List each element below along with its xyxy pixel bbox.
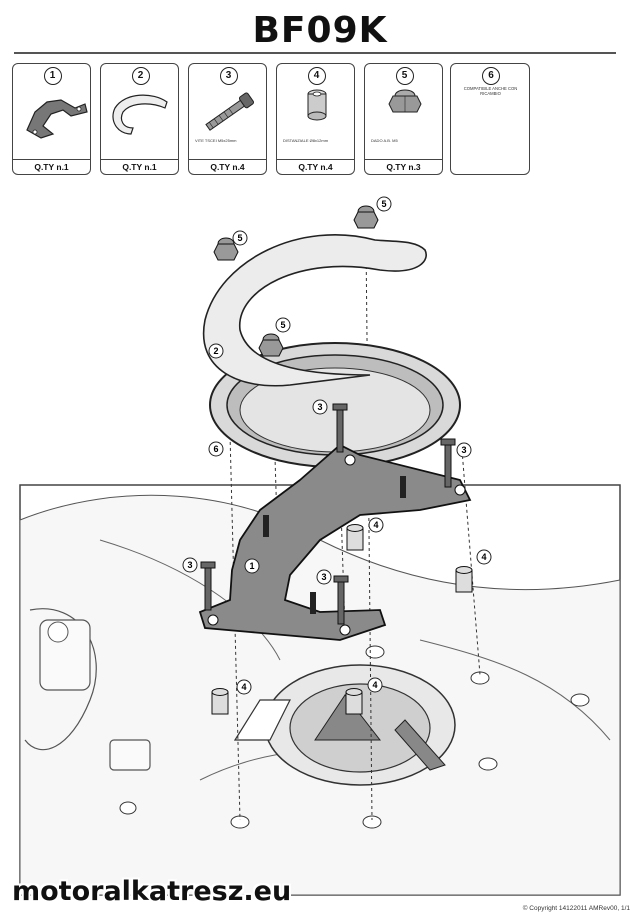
svg-text:3: 3 [187,560,192,570]
tank-logo-icon [233,699,291,741]
bolt-stud [310,592,316,614]
part-quantity: Q.TY n.4 [189,159,266,174]
part-quantity: Q.TY n.1 [13,159,90,174]
part-card-4: 4 DISTANZIALE Ø8x12mm Q.TY n.4 [276,63,355,175]
copyright-text: © Copyright 14122011 AMRev00, 1/1 [522,905,630,912]
part-number: 1 [43,67,62,85]
exploded-assembly-diagram: 5 5 5 2 3 6 3 4 3 1 3 4 4 4 [19,196,621,896]
svg-text:4: 4 [373,520,378,530]
part-description: VITE TSCEI M5x25mm [195,138,237,143]
callout-3: 3 [182,557,198,573]
parts-list: 1 Q.TY n.1 2 Q.TY n.1 3 [12,63,532,177]
screw-icon [200,403,456,625]
fuel-cap-logo-icon [394,719,446,771]
callout-4: 4 [368,517,384,533]
part-card-3: 3 VITE TSCEI M5x25mm Q.TY n.4 [188,63,267,175]
spacer-icon [307,89,327,121]
callout-3: 3 [456,442,472,458]
spacer-icon [211,524,473,715]
svg-text:3: 3 [317,402,322,412]
callout-2: 2 [208,343,224,359]
svg-text:6: 6 [213,444,218,454]
svg-text:4: 4 [241,682,246,692]
callout-5: 5 [232,230,248,246]
curved-plate-icon [112,94,168,135]
svg-text:1: 1 [249,561,254,571]
callout-4: 4 [236,679,252,695]
svg-text:5: 5 [280,320,285,330]
part-number: 6 [482,67,500,85]
nut-icon [388,89,422,113]
svg-text:2: 2 [213,346,218,356]
nut-icon [213,205,379,357]
bolt-stud [400,476,406,498]
curved-plate-2 [202,234,427,387]
part-quantity: Q.TY n.1 [101,159,178,174]
tank-flange-bracket-icon [26,99,88,139]
part-description: DISTANZIALE Ø8x12mm [283,138,329,143]
part-card-1: 1 Q.TY n.1 [12,63,91,175]
svg-text:4: 4 [372,680,377,690]
tank-contour [24,608,97,751]
callout-5: 5 [275,317,291,333]
fuel-cap-logo-icon [314,694,382,741]
callout-5: 5 [376,196,392,212]
tank-contour [99,539,281,661]
part-number: 3 [219,67,238,85]
callout-3: 3 [316,569,332,585]
tank-contour [419,639,611,741]
part-number: 4 [307,67,326,85]
page-title: BF09K [252,10,388,51]
callout-4: 4 [476,549,492,565]
svg-text:3: 3 [461,445,466,455]
tank-bracket-shape [109,739,151,771]
title-divider [14,52,616,54]
svg-text:5: 5 [237,233,242,243]
site-watermark: motoralkatresz.eu [12,876,292,907]
part-quantity: Q.TY n.3 [365,159,442,174]
part-number: 5 [395,67,414,85]
part-card-5: 5 DADO A.B. M5 Q.TY n.3 [364,63,443,175]
screw-icon [205,92,255,131]
svg-text:5: 5 [381,199,386,209]
part-card-6: 6 COMPATIBILE ANCHE CON RICAMBIO [450,63,530,175]
bolt-stud [263,515,269,537]
part-card-2: 2 Q.TY n.1 [100,63,179,175]
svg-text:4: 4 [481,552,486,562]
svg-text:3: 3 [321,572,326,582]
part-quantity: Q.TY n.4 [277,159,354,174]
part-notes: COMPATIBILE ANCHE CON RICAMBIO [463,86,518,97]
part-description: DADO A.B. M5 [371,138,398,143]
callout-6: 6 [208,441,224,457]
callout-4: 4 [367,677,383,693]
part-number: 2 [131,67,150,85]
callout-1: 1 [244,558,260,574]
callout-3: 3 [312,399,328,415]
